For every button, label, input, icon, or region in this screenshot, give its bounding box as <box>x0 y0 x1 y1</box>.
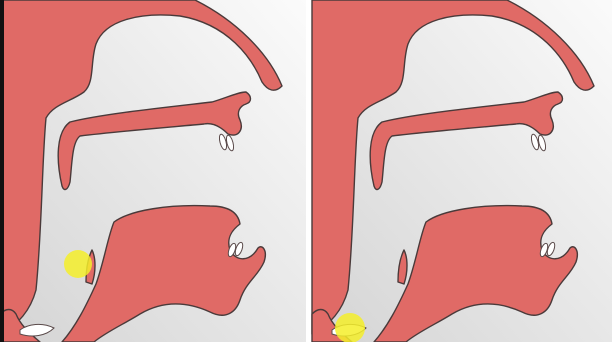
highlight-marker-left <box>64 250 92 278</box>
left-panel <box>0 0 306 342</box>
highlight-marker-right <box>335 313 365 342</box>
right-panel <box>312 0 612 342</box>
panel-divider <box>306 0 312 342</box>
left-edge-border <box>0 0 4 342</box>
